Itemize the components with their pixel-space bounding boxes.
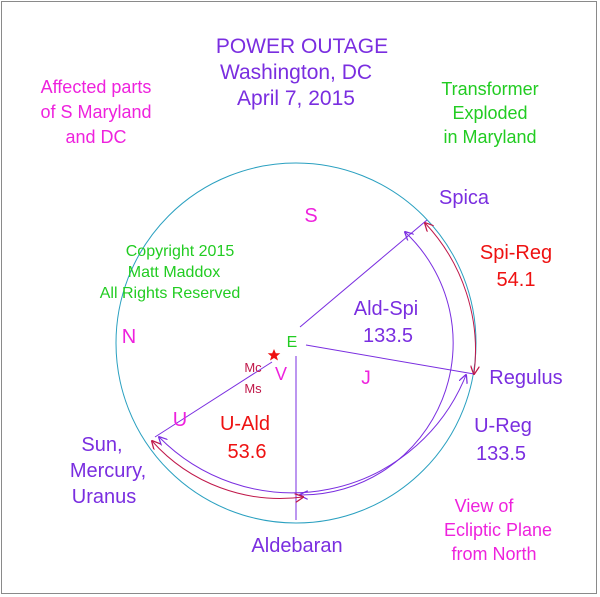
arc-u-reg	[159, 375, 466, 494]
view-line2: Ecliptic Plane	[444, 520, 552, 540]
sun-group-line3: Uranus	[72, 486, 136, 508]
u-reg-label: U-Reg	[474, 415, 532, 437]
title-line2: Washington, DC	[220, 61, 372, 84]
star-icon	[267, 349, 281, 361]
affected-line2: of S Maryland	[40, 102, 151, 122]
affected-line3: and DC	[65, 127, 126, 147]
sun-group-line1: Sun,	[81, 434, 122, 456]
mercury-abbr-label: Mc	[244, 360, 262, 375]
arc-ald-spi	[300, 232, 454, 495]
affected-line1: Affected parts	[41, 77, 152, 97]
u-ald-label: U-Ald	[220, 413, 270, 435]
spi-reg-label: Spi-Reg	[480, 242, 552, 264]
earth-label: E	[287, 334, 298, 351]
copyright-line1: Copyright 2015	[126, 243, 235, 260]
regulus-label: Regulus	[489, 367, 562, 389]
copyright-line3: All Rights Reserved	[100, 285, 241, 302]
ald-spi-label: Ald-Spi	[354, 298, 418, 320]
north-label: N	[122, 326, 136, 348]
uranus-label: U	[173, 409, 187, 431]
spi-reg-value: 54.1	[497, 269, 536, 291]
arc-spi-reg	[425, 223, 476, 374]
arc-u-ald	[152, 441, 303, 498]
spica-label: Spica	[439, 187, 490, 209]
view-line3: from North	[451, 544, 536, 564]
mars-abbr-label: Ms	[244, 381, 262, 396]
view-line1: View of	[455, 496, 515, 516]
line-earth-regulus	[305, 344, 475, 375]
title-line1: POWER OUTAGE	[216, 35, 388, 58]
ald-spi-value: 133.5	[363, 325, 413, 347]
transformer-line3: in Maryland	[443, 127, 536, 147]
south-label: S	[304, 205, 317, 227]
jupiter-label: J	[361, 368, 371, 389]
transformer-line1: Transformer	[441, 79, 538, 99]
sun-group-line2: Mercury,	[70, 460, 146, 482]
title-line3: April 7, 2015	[237, 87, 355, 110]
u-ald-value: 53.6	[228, 441, 267, 463]
aldebaran-label: Aldebaran	[251, 535, 342, 557]
venus-label: V	[275, 364, 287, 384]
u-reg-value: 133.5	[476, 443, 526, 465]
copyright-line2: Matt Maddox	[128, 264, 220, 281]
transformer-line2: Exploded	[452, 103, 527, 123]
